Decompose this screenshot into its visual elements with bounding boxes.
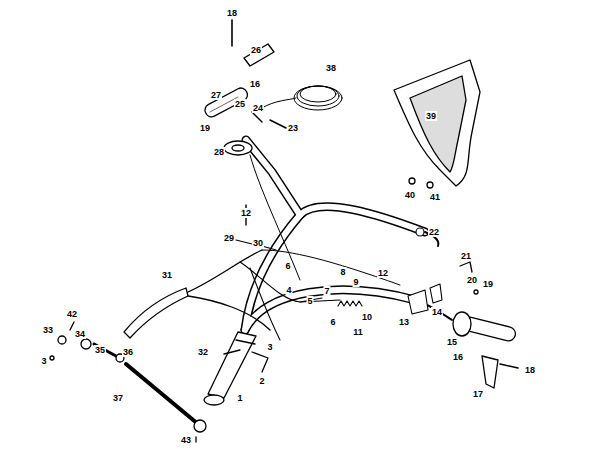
callout-number: 24 xyxy=(252,103,264,113)
callout-number: 14 xyxy=(431,307,443,317)
callout-number: 27 xyxy=(210,90,222,100)
callout-number: 6 xyxy=(284,261,291,271)
handlebar xyxy=(245,140,452,330)
callout-number: 20 xyxy=(466,275,478,285)
callout-number: 5 xyxy=(306,296,313,306)
callout-number: 21 xyxy=(460,251,472,261)
callout-number: 6 xyxy=(329,317,336,327)
callout-number: 11 xyxy=(352,327,364,337)
callout-number: 18 xyxy=(524,365,536,375)
callout-number: 25 xyxy=(234,99,246,109)
callout-number: 3 xyxy=(40,356,47,366)
callout-number: 31 xyxy=(161,270,173,280)
left-grip xyxy=(203,20,286,225)
callout-number: 4 xyxy=(285,285,292,295)
callout-number: 1 xyxy=(236,393,243,403)
callout-number: 15 xyxy=(446,337,458,347)
callout-number: 19 xyxy=(199,123,211,133)
callout-number: 39 xyxy=(425,111,437,121)
callout-number: 33 xyxy=(42,325,54,335)
callout-number: 18 xyxy=(226,8,238,18)
callout-number: 16 xyxy=(249,79,261,89)
callout-number: 16 xyxy=(452,352,464,362)
callout-number: 23 xyxy=(287,123,299,133)
callout-number: 41 xyxy=(429,192,441,202)
callout-number: 17 xyxy=(472,389,484,399)
right-grip xyxy=(453,262,518,388)
callout-number: 3 xyxy=(266,342,273,352)
callout-number: 8 xyxy=(339,267,346,277)
callout-number: 29 xyxy=(223,233,235,243)
pad xyxy=(394,60,480,188)
callout-number: 12 xyxy=(240,208,252,218)
callout-number: 37 xyxy=(112,393,124,403)
callout-number: 38 xyxy=(325,63,337,73)
harness xyxy=(236,228,442,340)
callout-number: 13 xyxy=(398,317,410,327)
callout-number: 28 xyxy=(213,147,225,157)
callout-number: 19 xyxy=(482,279,494,289)
callout-number: 43 xyxy=(180,435,192,445)
callout-number: 32 xyxy=(197,347,209,357)
steering-shaft xyxy=(50,322,206,442)
callout-number: 22 xyxy=(428,227,440,237)
callout-number: 10 xyxy=(361,312,373,322)
callout-number: 36 xyxy=(122,347,134,357)
callout-number: 30 xyxy=(252,238,264,248)
throttle-cable xyxy=(250,86,400,285)
callout-number: 34 xyxy=(74,329,86,339)
callout-number: 7 xyxy=(323,286,330,296)
callout-number: 2 xyxy=(258,376,265,386)
brake-lever xyxy=(124,250,270,338)
callout-number: 42 xyxy=(66,309,78,319)
steering-post xyxy=(204,332,268,405)
callout-number: 26 xyxy=(250,45,262,55)
callout-number: 12 xyxy=(377,268,389,278)
callout-number: 35 xyxy=(94,345,106,355)
callout-number: 9 xyxy=(352,277,359,287)
callout-number: 40 xyxy=(404,190,416,200)
